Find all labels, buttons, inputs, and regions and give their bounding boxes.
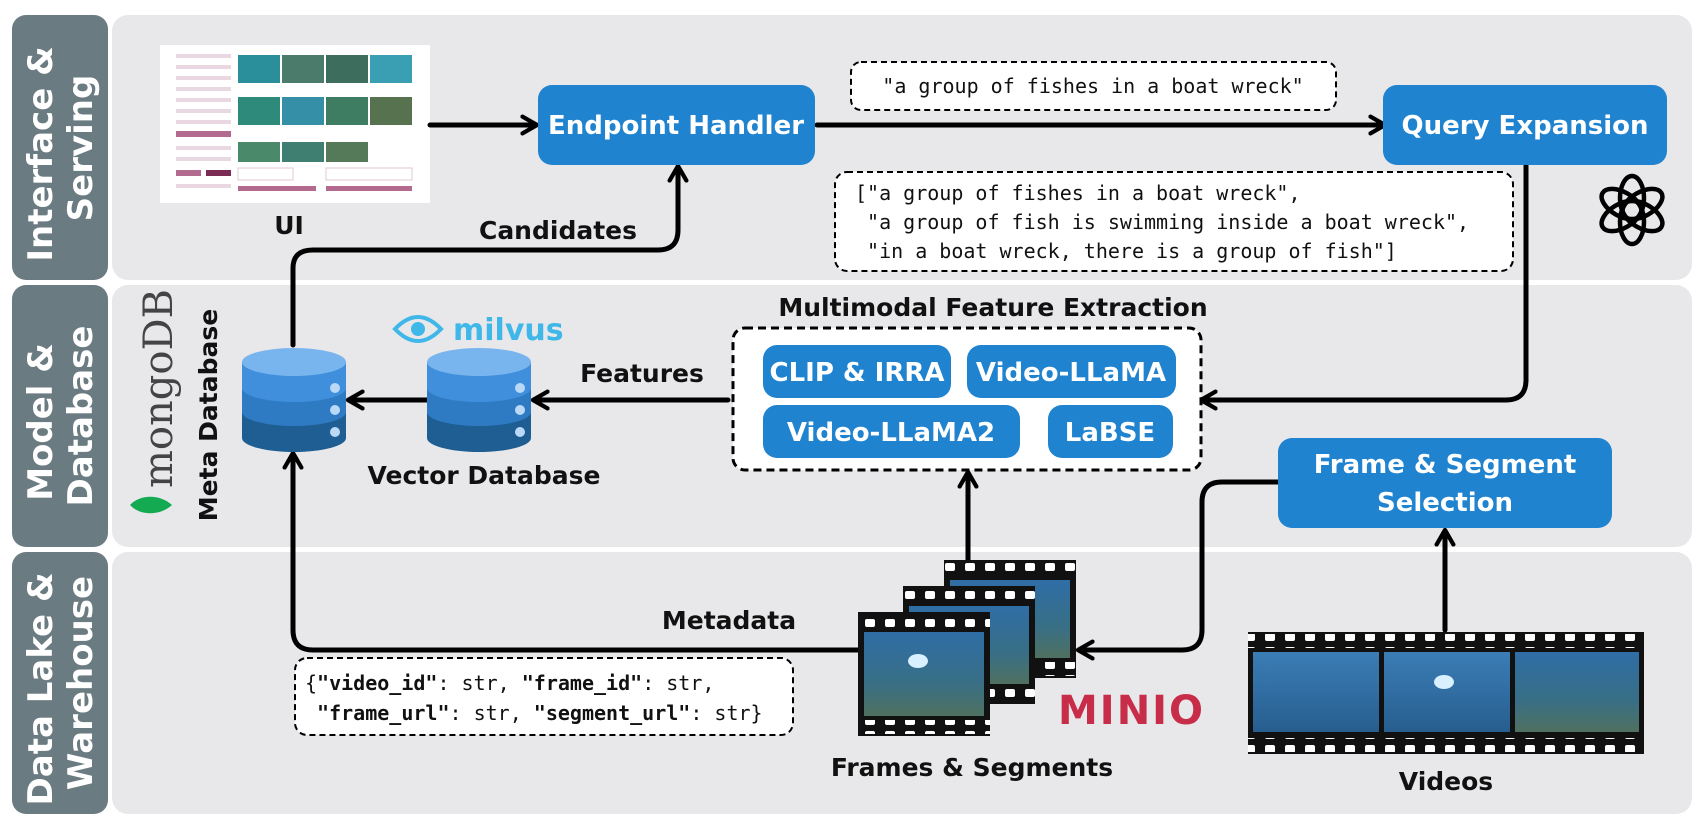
edge-frames-to-meta-db [282, 450, 861, 653]
edges [282, 114, 1529, 661]
frame-segment-selection-line1: Frame & Segment [1314, 450, 1577, 480]
lane-header-interface [12, 15, 108, 280]
schema-key-segment-url: "segment_url" [534, 701, 691, 725]
edge-selection-to-frames [1075, 479, 1281, 661]
label-features: Features [580, 359, 704, 388]
edge-meta-db-to-endpoint [290, 163, 689, 348]
meta-database-icon [242, 348, 346, 452]
metadata-schema-line1: {"video_id": str, "frame_id": str, [305, 671, 714, 695]
ui-sidebar [176, 54, 231, 188]
query-text: "a group of fishes in a boat wreck" [882, 74, 1303, 98]
edge-query-expansion-to-extraction [1198, 162, 1529, 411]
milvus-wordmark: milvus [453, 313, 564, 348]
mongodb-logo: mongoDB [130, 289, 182, 514]
schema-token: : str} [690, 701, 762, 725]
model-label-clip-irra: CLIP & IRRA [770, 358, 945, 388]
lane-title-datalake: Data Lake & Warehouse [21, 561, 101, 806]
ui-label: UI [274, 211, 304, 240]
lane-header-model [12, 285, 108, 547]
schema-token: { [305, 671, 317, 695]
minio-logo: MINIO [1058, 688, 1205, 734]
label-metadata: Metadata [662, 606, 796, 635]
metadata-schema-line2: "frame_url": str, "segment_url": str} [305, 701, 763, 725]
vector-database-icon [427, 348, 531, 452]
vector-database-label: Vector Database [368, 461, 601, 490]
schema-key-video-id: "video_id" [317, 671, 437, 695]
frame-segment-selection-line2: Selection [1377, 488, 1513, 518]
frames-segments-label: Frames & Segments [831, 753, 1113, 782]
model-chip-video-llama [967, 345, 1176, 398]
frames-segments-stack: Frames & Segments [831, 560, 1113, 782]
expanded-queries-box: ["a group of fishes in a boat wreck", "a… [834, 171, 1514, 272]
model-label-video-llama2: Video-LLaMA2 [787, 418, 995, 448]
meta-database-label: Meta Database [194, 309, 223, 521]
ui-result-thumbnails [237, 55, 413, 191]
ui-screenshot: UI [160, 45, 430, 240]
expanded-query-3: "in a boat wreck, there is a group of fi… [855, 239, 1397, 263]
film-frame-front [858, 612, 990, 736]
query-expansion-node: Query Expansion [1383, 85, 1667, 165]
schema-key-frame-id: "frame_id" [522, 671, 642, 695]
feature-extraction-title: Multimodal Feature Extraction [778, 293, 1207, 322]
video-frame-1 [1253, 652, 1379, 732]
video-frame-3 [1515, 652, 1639, 732]
expanded-query-2: "a group of fish is swimming inside a bo… [855, 210, 1469, 234]
metadata-schema-box: {"video_id": str, "frame_id": str, "fram… [294, 657, 794, 736]
schema-token: : str, [450, 701, 534, 725]
openai-icon [1599, 173, 1665, 247]
expanded-query-1: ["a group of fishes in a boat wreck", [855, 181, 1301, 205]
jellyfish-icon [908, 654, 928, 668]
schema-key-frame-url: "frame_url" [305, 701, 450, 725]
label-candidates: Candidates [479, 216, 637, 245]
video-jellyfish-icon [1434, 675, 1454, 689]
schema-token: : str, [437, 671, 521, 695]
query-expansion-label: Query Expansion [1401, 111, 1648, 141]
schema-token: : str, [642, 671, 714, 695]
lane-title-model: Model & Database [21, 326, 101, 507]
endpoint-handler-node: Endpoint Handler [538, 85, 815, 165]
frame-segment-selection-node: Frame & Segment Selection [1278, 438, 1612, 528]
lane-header-datalake [12, 552, 108, 814]
video-frame-2 [1384, 652, 1510, 732]
model-chip-clip-irra [763, 345, 951, 398]
model-chip-video-llama2 [763, 405, 1020, 458]
model-chip-labse [1048, 405, 1173, 458]
endpoint-handler-label: Endpoint Handler [548, 111, 804, 141]
mongodb-wordmark: mongoDB [136, 289, 182, 488]
milvus-logo: milvus [392, 313, 564, 348]
videos-label: Videos [1399, 767, 1493, 796]
query-box: "a group of fishes in a boat wreck" [850, 61, 1337, 111]
milvus-eye-icon [392, 315, 444, 343]
feature-extraction-group: CLIP & IRRA Video-LLaMA Video-LLaMA2 LaB… [731, 326, 1203, 472]
model-label-video-llama: Video-LLaMA [976, 358, 1166, 388]
lane-title-interface: Interface & Serving [21, 34, 101, 261]
model-label-labse: LaBSE [1065, 418, 1155, 448]
mongodb-leaf-icon [130, 496, 172, 514]
videos-filmstrip: Videos [1248, 632, 1644, 796]
